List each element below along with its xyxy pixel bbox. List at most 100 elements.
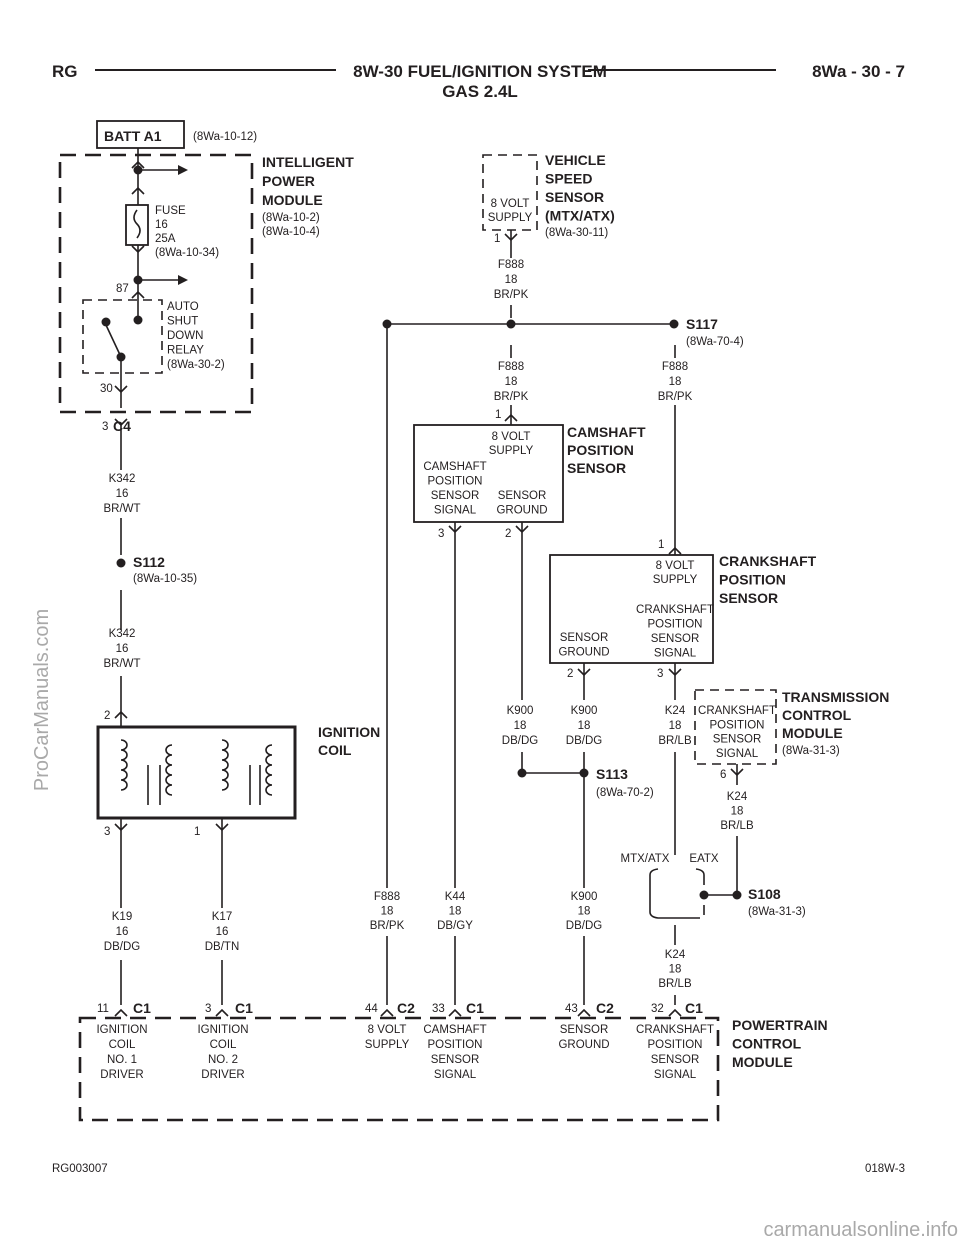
label-tcm-signal: POSITION bbox=[710, 719, 765, 731]
label-k44: 18 bbox=[449, 906, 462, 918]
label-ckp-signal: POSITION bbox=[648, 619, 703, 631]
label-f888-c: F888 bbox=[662, 361, 688, 373]
label-k900-a: 18 bbox=[514, 720, 527, 732]
label-cmp: CAMSHAFT bbox=[567, 424, 646, 440]
watermark-bottom: carmanualsonline.info bbox=[763, 1219, 958, 1241]
splice-dot-icon bbox=[517, 768, 527, 778]
label-pin87: 87 bbox=[116, 283, 129, 295]
label-vss-ref: (8Wa-30-11) bbox=[545, 227, 608, 239]
wires bbox=[101, 148, 744, 1017]
label-relay: RELAY bbox=[167, 345, 204, 357]
coil-winding-icon bbox=[165, 744, 173, 796]
label-tcm: CONTROL bbox=[782, 707, 852, 723]
label-pcm-cmp: SENSOR bbox=[431, 1054, 480, 1066]
label-s117-ref: (8Wa-70-4) bbox=[686, 336, 744, 348]
connector-icon bbox=[215, 1008, 229, 1017]
label-vss: SPEED bbox=[545, 171, 592, 187]
label-k24-a: 18 bbox=[669, 720, 682, 732]
label-ipm: MODULE bbox=[262, 192, 323, 208]
label-pcm-coil1: NO. 1 bbox=[107, 1054, 137, 1066]
coil-winding-icon bbox=[120, 739, 128, 791]
label-k24-b: BR/LB bbox=[720, 820, 754, 832]
label-pcm-c1-32: 32 bbox=[651, 1003, 664, 1015]
splice-dot-icon bbox=[579, 768, 589, 778]
splice-dot-icon bbox=[382, 319, 392, 329]
label-fuse: 16 bbox=[155, 219, 168, 231]
label-k24-a: K24 bbox=[665, 705, 686, 717]
label-f888-b: BR/PK bbox=[494, 391, 529, 403]
label-k19: 16 bbox=[116, 926, 129, 938]
label-mtx: MTX/ATX bbox=[621, 853, 670, 865]
label-vss: SENSOR bbox=[545, 189, 604, 205]
label-pcm-ground: GROUND bbox=[558, 1039, 609, 1051]
label-c4: C4 bbox=[113, 418, 131, 434]
label-pcm-c1-33: 33 bbox=[432, 1003, 445, 1015]
arrow-icon bbox=[178, 275, 188, 285]
section-code: RG bbox=[52, 62, 78, 81]
label-coil-pin2: 2 bbox=[104, 710, 110, 722]
connector-icon bbox=[515, 525, 529, 534]
label-relay: AUTO bbox=[167, 301, 199, 313]
label-pcm-ckp: CRANKSHAFT bbox=[636, 1024, 714, 1036]
label-tcm-ref: (8Wa-31-3) bbox=[782, 745, 840, 757]
label-ckp-supply: 8 VOLT bbox=[656, 560, 695, 572]
label-cmp-signal: CAMSHAFT bbox=[423, 461, 486, 473]
splice-dot-icon bbox=[133, 275, 143, 285]
label-coil: COIL bbox=[318, 742, 352, 758]
label-k900-b: 18 bbox=[578, 720, 591, 732]
label-k24-b: K24 bbox=[727, 791, 748, 803]
label-relay: (8Wa-30-2) bbox=[167, 359, 225, 371]
label-pcm-cmp: SIGNAL bbox=[434, 1069, 477, 1081]
connector-icon bbox=[577, 668, 591, 677]
label-ipm: POWER bbox=[262, 173, 315, 189]
label-f888-d: 18 bbox=[381, 906, 394, 918]
label-pcm-c1-32c: C1 bbox=[685, 1000, 703, 1016]
label-pcm-coil1: COIL bbox=[109, 1039, 136, 1051]
label-ipm-ref: (8Wa-10-4) bbox=[262, 226, 320, 238]
fuse-box bbox=[125, 204, 149, 246]
label-vss-pin-label: 8 VOLT bbox=[491, 198, 530, 210]
label-k24-c: 18 bbox=[669, 964, 682, 976]
label-pcm-cmp: CAMSHAFT bbox=[423, 1024, 486, 1036]
label-ckp: SENSOR bbox=[719, 590, 778, 606]
label-coil: IGNITION bbox=[318, 724, 380, 740]
powertrain-control-module-outline bbox=[78, 1016, 720, 1122]
splice-dot-icon bbox=[116, 558, 126, 568]
label-k900-c: 18 bbox=[578, 906, 591, 918]
coil-winding-icon bbox=[265, 744, 273, 796]
connector-icon bbox=[114, 710, 128, 719]
label-ckp: POSITION bbox=[719, 572, 786, 588]
connector-icon bbox=[504, 413, 518, 422]
label-k17: 16 bbox=[216, 926, 229, 938]
crankshaft-sensor-box bbox=[549, 554, 714, 664]
label-k24-b: 18 bbox=[731, 806, 744, 818]
label-pcm-c1-11c: C1 bbox=[133, 1000, 151, 1016]
relay-outline bbox=[82, 299, 163, 374]
label-cmp-signal: POSITION bbox=[428, 476, 483, 488]
label-k17: DB/TN bbox=[205, 941, 240, 953]
label-pcm-ckp: SIGNAL bbox=[654, 1069, 697, 1081]
label-cmp-pin2: 2 bbox=[505, 528, 511, 540]
label-vss-pin-label: SUPPLY bbox=[488, 212, 533, 224]
wire-segment bbox=[105, 324, 122, 358]
label-cmp-supply: 8 VOLT bbox=[492, 431, 531, 443]
camshaft-sensor-box bbox=[413, 424, 564, 523]
label-ipm-ref: (8Wa-10-2) bbox=[262, 212, 320, 224]
label-c4-pin: 3 bbox=[102, 421, 108, 433]
battery-box bbox=[96, 120, 185, 149]
label-pcm-c2-43: 43 bbox=[565, 1003, 578, 1015]
connector-icon bbox=[131, 245, 145, 254]
connector-icon bbox=[114, 385, 128, 394]
label-pcm-supply: 8 VOLT bbox=[368, 1024, 407, 1036]
transmission-control-module-outline bbox=[694, 689, 777, 765]
label-cmp-supply: SUPPLY bbox=[489, 445, 534, 457]
page-subtitle: GAS 2.4L bbox=[442, 82, 518, 101]
label-f888-a: 18 bbox=[505, 274, 518, 286]
label-k900-c: K900 bbox=[571, 891, 598, 903]
label-k342-a: 16 bbox=[116, 488, 129, 500]
option-bracket bbox=[649, 868, 705, 919]
label-ckp-supply: SUPPLY bbox=[653, 574, 698, 586]
label-ckp-ground: GROUND bbox=[558, 647, 609, 659]
label-k17: K17 bbox=[212, 911, 232, 923]
label-tcm: TRANSMISSION bbox=[782, 689, 889, 705]
